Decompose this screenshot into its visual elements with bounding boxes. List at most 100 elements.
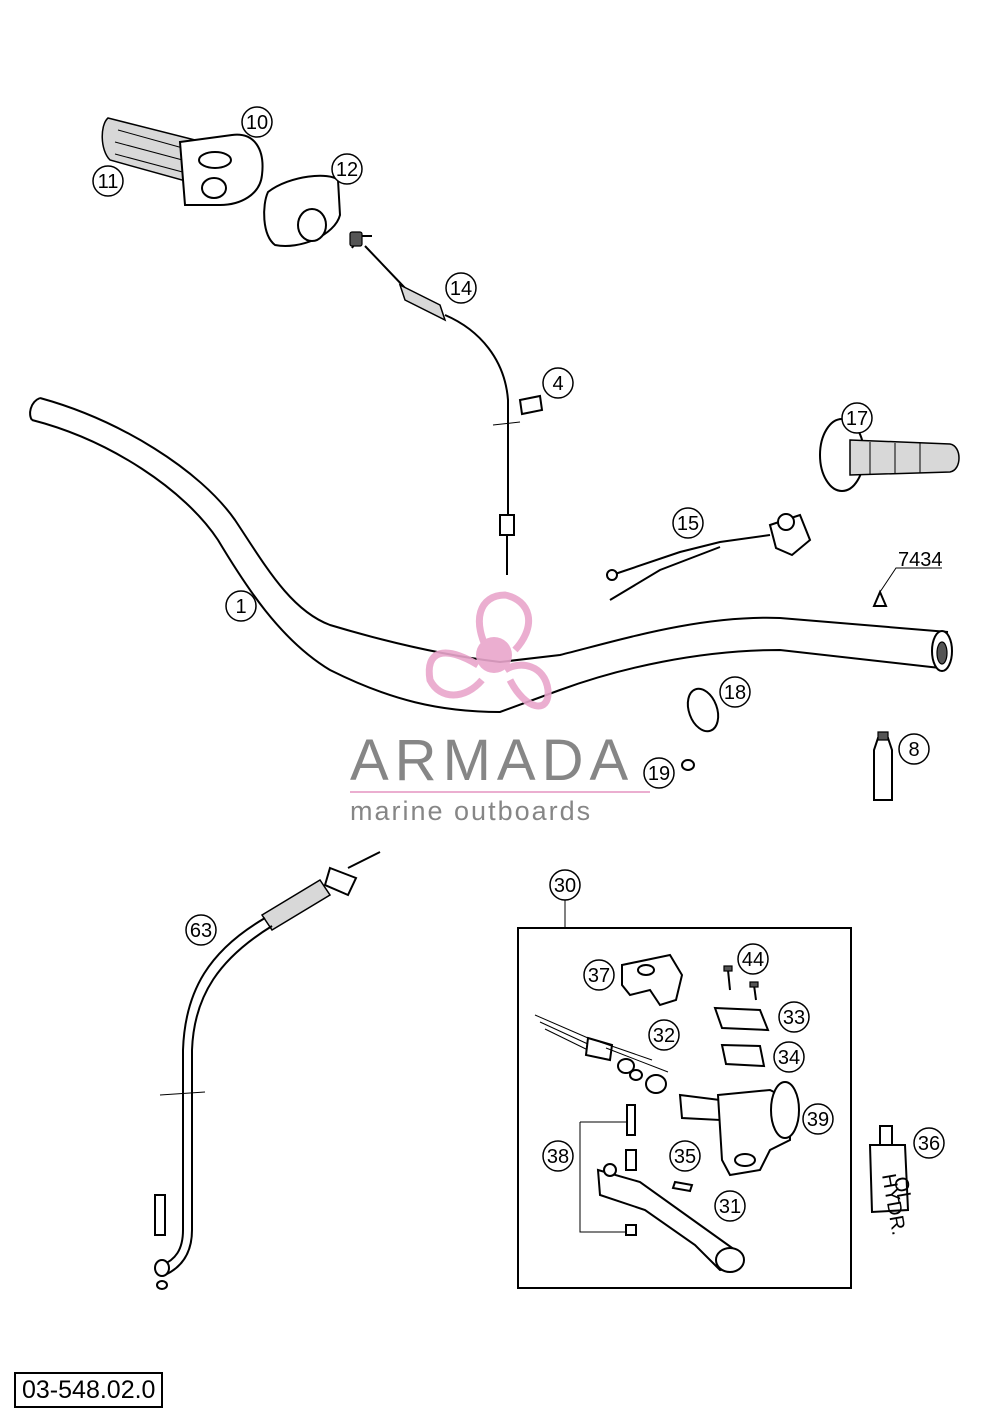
callout-number: 10 <box>246 112 268 134</box>
callout-4: 4 <box>542 367 574 399</box>
assembly-box <box>517 898 852 1289</box>
ref-marker: 7434 <box>872 549 943 607</box>
callout-circle <box>583 959 615 991</box>
callout-number: 31 <box>719 1196 741 1218</box>
callout-14: 14 <box>445 272 477 304</box>
callout-number: 35 <box>674 1146 696 1168</box>
callout-circle <box>92 165 124 197</box>
callout-circle <box>913 1127 945 1159</box>
callout-32: 32 <box>648 1019 680 1051</box>
watermark-title: ARMADA <box>350 728 634 793</box>
callout-circle <box>542 367 574 399</box>
grip-17 <box>819 418 960 492</box>
callout-circle <box>714 1190 746 1222</box>
callout-number: 34 <box>778 1047 800 1069</box>
callout-33: 33 <box>778 1001 810 1033</box>
callout-circle <box>445 272 477 304</box>
callout-18: 18 <box>719 676 751 708</box>
callout-39: 39 <box>802 1103 834 1135</box>
cylinder-39 <box>678 1081 800 1177</box>
callout-circle <box>185 914 217 946</box>
callout-number: 11 <box>98 171 119 193</box>
handlebar <box>29 397 953 714</box>
callout-circle <box>549 869 581 901</box>
callout-number: 14 <box>450 278 472 300</box>
bottle-36: HYDR. OL <box>868 1125 915 1237</box>
callout-number: 30 <box>554 875 576 897</box>
ref-label: 7434 <box>898 549 943 571</box>
nut-19 <box>681 759 695 771</box>
callout-circle <box>898 733 930 765</box>
propeller-hub <box>476 637 512 673</box>
cable-14 <box>349 231 521 575</box>
throttle-cover <box>263 174 342 247</box>
callout-number: 15 <box>677 513 699 535</box>
clamp-18 <box>686 687 720 733</box>
bottle-label-2: OL <box>889 1175 915 1205</box>
callout-number: 19 <box>648 763 670 785</box>
propeller-logo <box>425 591 552 710</box>
callout-circle <box>648 1019 680 1051</box>
callout-12: 12 <box>331 153 363 185</box>
watermark-subtitle: marine outboards <box>350 796 592 826</box>
piston-32 <box>534 1014 669 1094</box>
tube-8 <box>873 731 893 801</box>
callout-number: 44 <box>742 949 764 971</box>
callout-number: 12 <box>336 159 358 181</box>
callout-number: 63 <box>190 920 212 942</box>
callout-10: 10 <box>241 106 273 138</box>
callout-31: 31 <box>714 1190 746 1222</box>
callout-19: 19 <box>643 757 675 789</box>
callout-circle <box>773 1041 805 1073</box>
callout-30: 30 <box>549 869 581 901</box>
throttle-grip <box>101 117 264 206</box>
cap-4 <box>518 394 544 416</box>
pins-38 <box>579 1104 637 1236</box>
callout-circle <box>737 943 769 975</box>
callout-number: 8 <box>908 739 919 761</box>
callout-38: 38 <box>542 1140 574 1172</box>
callout-circle <box>225 590 257 622</box>
callout-circle <box>778 1001 810 1033</box>
callout-number: 36 <box>918 1133 940 1155</box>
callout-8: 8 <box>898 733 930 765</box>
cover-33 <box>713 1006 770 1032</box>
watermark: ARMADA marine outboards <box>350 591 650 826</box>
cable-63 <box>154 851 381 1290</box>
callout-number: 39 <box>807 1109 829 1131</box>
callout-15: 15 <box>672 507 704 539</box>
callout-17: 17 <box>841 402 873 434</box>
adjuster-35 <box>671 1180 694 1193</box>
callout-11: 11 <box>92 165 124 197</box>
callout-number: 33 <box>783 1007 805 1029</box>
screws-44 <box>723 965 759 1001</box>
callout-number: 38 <box>547 1146 569 1168</box>
callout-number: 37 <box>588 965 610 987</box>
gasket-34 <box>720 1043 766 1068</box>
callout-number: 17 <box>846 408 868 430</box>
callout-circle <box>542 1140 574 1172</box>
callout-circle <box>719 676 751 708</box>
switch-15 <box>606 513 812 601</box>
callout-circle <box>331 153 363 185</box>
callouts: 1481011121415171819303132333435363738394… <box>92 106 945 1222</box>
callout-1: 1 <box>225 590 257 622</box>
callout-number: 4 <box>552 373 563 395</box>
clamp-37 <box>621 953 684 1007</box>
callout-number: 18 <box>724 682 746 704</box>
callout-circle <box>669 1140 701 1172</box>
drawing-code: 03-548.02.0 <box>14 1372 164 1408</box>
lever-31 <box>596 1163 745 1273</box>
callout-circle <box>643 757 675 789</box>
callout-36: 36 <box>913 1127 945 1159</box>
callout-number: 32 <box>653 1025 675 1047</box>
callout-circle <box>841 402 873 434</box>
callout-35: 35 <box>669 1140 701 1172</box>
callout-circle <box>241 106 273 138</box>
callout-44: 44 <box>737 943 769 975</box>
callout-number: 1 <box>235 596 246 618</box>
callout-circle <box>672 507 704 539</box>
callout-63: 63 <box>185 914 217 946</box>
callout-37: 37 <box>583 959 615 991</box>
